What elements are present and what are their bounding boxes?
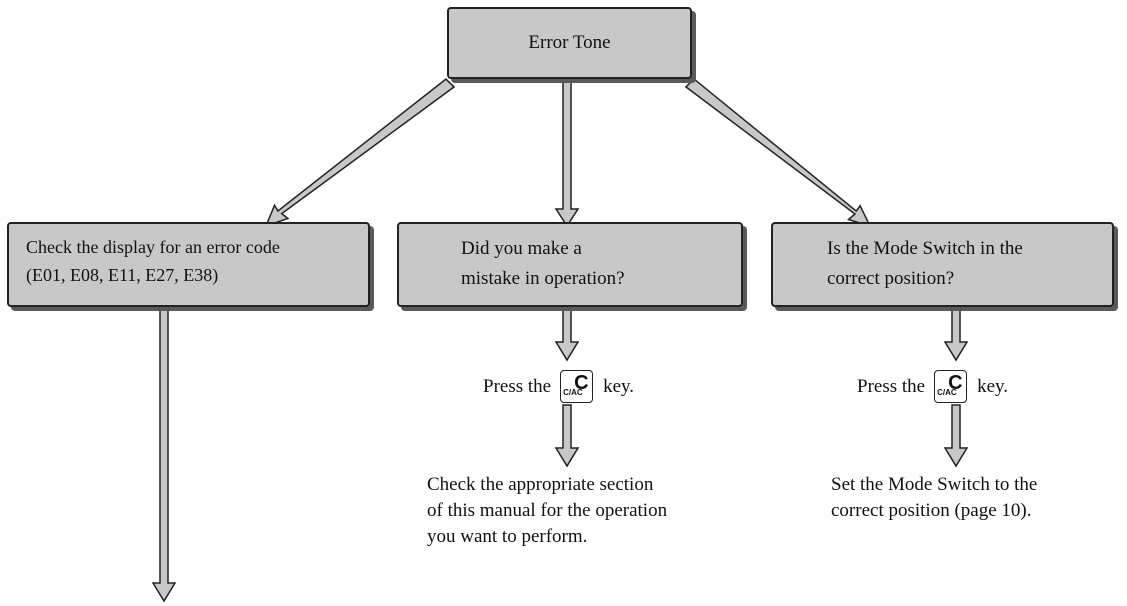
operation-mistake-line-2: mistake in operation? [461,268,625,289]
mode-switch-line-1: Is the Mode Switch in the [827,238,1023,259]
right-press-before: Press the [857,375,926,397]
middle-result-text: Check the appropriate section of this ma… [427,472,667,550]
arrow-top-to-left [264,78,456,228]
arrow-right-to-press [943,307,969,362]
middle-press-instruction: Press the C C/AC key. [483,370,634,403]
arrow-right-press-to-result [943,404,969,468]
right-result-text: Set the Mode Switch to the correct posit… [831,472,1037,524]
right-press-after: key. [977,375,1009,397]
arrow-left-down [151,307,177,603]
middle-result-line-3: you want to perform. [427,526,588,547]
mode-switch-line-2: correct position? [827,268,955,289]
clear-key-icon: C C/AC [560,370,594,403]
middle-press-before: Press the [483,375,552,397]
clear-key-sub-label: C/AC [937,388,957,397]
error-code-line-2: (E01, E08, E11, E27, E38) [26,265,219,285]
clear-key-icon: C C/AC [934,370,968,403]
right-press-instruction: Press the C C/AC key. [857,370,1008,403]
mode-switch-box: Is the Mode Switch in the correct positi… [771,222,1114,307]
error-code-line-1: Check the display for an error code [26,237,280,257]
arrow-middle-to-press [554,307,580,362]
right-result-line-1: Set the Mode Switch to the [831,474,1038,495]
clear-key-main-label: C [574,372,589,394]
error-code-box: Check the display for an error code (E01… [7,222,370,307]
middle-result-line-1: Check the appropriate section [427,474,654,495]
clear-key-sub-label: C/AC [563,388,583,397]
arrow-top-to-right [684,78,872,228]
error-tone-box: Error Tone [447,7,692,79]
right-result-line-2: correct position (page 10). [831,500,1032,521]
middle-press-after: key. [603,375,635,397]
clear-key-main-label: C [948,372,963,394]
operation-mistake-box: Did you make a mistake in operation? [397,222,743,307]
arrow-middle-press-to-result [554,404,580,468]
arrow-top-to-middle [554,78,580,228]
error-tone-label: Error Tone [528,32,611,53]
operation-mistake-line-1: Did you make a [461,238,582,259]
middle-result-line-2: of this manual for the operation [427,500,668,521]
